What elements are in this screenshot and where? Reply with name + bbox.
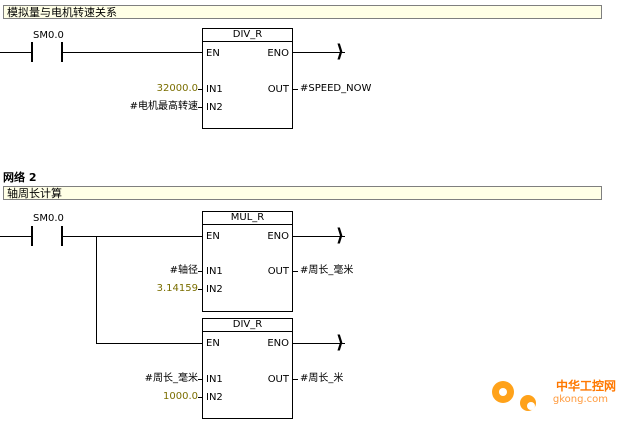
n1-eno-wire — [293, 52, 345, 53]
n2-contact-right[interactable] — [61, 226, 63, 246]
n1-contact-label: SM0.0 — [33, 30, 64, 41]
n2-box2-pin-eno: ENO — [267, 338, 289, 349]
n2-box1-in1-value[interactable]: #轴径 — [169, 265, 198, 276]
n1-contact-left[interactable] — [31, 42, 33, 62]
n1-pin-in1: IN1 — [206, 84, 223, 95]
n2-mul-r-box[interactable]: MUL_R EN ENO IN1 IN2 OUT — [202, 211, 293, 312]
n2-box2-in2-value[interactable]: 1000.0 — [163, 391, 198, 402]
n2-wire-to-box1 — [63, 236, 202, 237]
n1-box-title: DIV_R — [232, 29, 263, 40]
n1-in2-value[interactable]: #电机最高转速 — [129, 101, 198, 112]
n1-div-r-box[interactable]: DIV_R EN ENO IN1 IN2 OUT — [202, 28, 293, 129]
n2-box2-arrow-icon: ⟩ — [336, 332, 345, 353]
n2-branch-wire — [96, 236, 97, 344]
n1-pin-in2: IN2 — [206, 102, 223, 113]
n2-rail-wire — [0, 236, 32, 237]
n2-box2-out-value[interactable]: #周长_米 — [300, 373, 344, 384]
n1-in2-tick — [198, 107, 202, 108]
n2-box2-out-tick — [293, 379, 298, 380]
watermark-gear-icon — [492, 381, 514, 403]
n1-pin-eno: ENO — [267, 48, 289, 59]
n2-box2-pin-in2: IN2 — [206, 392, 223, 403]
n2-box1-in2-tick — [198, 289, 202, 290]
n1-out-tick — [293, 89, 298, 90]
n1-wire-to-box — [63, 52, 202, 53]
n2-box1-pin-in1: IN1 — [206, 266, 223, 277]
n1-box-title-divider — [203, 41, 292, 42]
n2-box2-pin-in1: IN1 — [206, 374, 223, 385]
n2-box1-pin-en: EN — [206, 231, 220, 242]
network2-title: 网络 2 — [3, 171, 37, 184]
n2-box1-out-tick — [293, 271, 298, 272]
n2-box2-pin-out: OUT — [267, 374, 289, 385]
n1-arrow-icon: ⟩ — [336, 41, 345, 62]
n2-box1-eno-wire — [293, 236, 345, 237]
n2-box1-pin-eno: ENO — [267, 231, 289, 242]
n2-contact-label: SM0.0 — [33, 213, 64, 224]
n2-box1-arrow-icon: ⟩ — [336, 225, 345, 246]
n2-box2-title-divider — [203, 331, 292, 332]
n1-pin-out: OUT — [267, 84, 289, 95]
n2-contact-left[interactable] — [31, 226, 33, 246]
n2-box1-out-value[interactable]: #周长_毫米 — [300, 265, 354, 276]
n1-rail-wire — [0, 52, 32, 53]
watermark-brand: 中华工控网 — [555, 379, 616, 393]
n1-pin-en: EN — [206, 48, 220, 59]
n2-box2-in1-tick — [198, 379, 202, 380]
n2-box2-eno-wire — [293, 343, 345, 344]
watermark-gear-small-icon — [520, 395, 536, 411]
watermark-url: gkong.com — [552, 394, 608, 405]
network2-comment[interactable]: 轴周长计算 — [3, 186, 602, 200]
n2-box2-in2-tick — [198, 397, 202, 398]
n2-box1-title-divider — [203, 224, 292, 225]
n1-out-value[interactable]: #SPEED_NOW — [300, 83, 372, 94]
n2-box1-title: MUL_R — [230, 212, 265, 223]
n2-div-r-box[interactable]: DIV_R EN ENO IN1 IN2 OUT — [202, 318, 293, 419]
n2-wire-to-box2 — [96, 343, 202, 344]
n2-box2-in1-value[interactable]: #周长_毫米 — [144, 373, 198, 384]
n2-box2-title: DIV_R — [232, 319, 263, 330]
n2-box1-in1-tick — [198, 271, 202, 272]
n2-box1-pin-in2: IN2 — [206, 284, 223, 295]
n1-in1-value[interactable]: 32000.0 — [156, 83, 198, 94]
n2-box1-pin-out: OUT — [267, 266, 289, 277]
n1-contact-right[interactable] — [61, 42, 63, 62]
network1-comment[interactable]: 模拟量与电机转速关系 — [3, 5, 602, 19]
n1-in1-tick — [198, 89, 202, 90]
n2-box1-in2-value[interactable]: 3.14159 — [156, 283, 198, 294]
n2-box2-pin-en: EN — [206, 338, 220, 349]
